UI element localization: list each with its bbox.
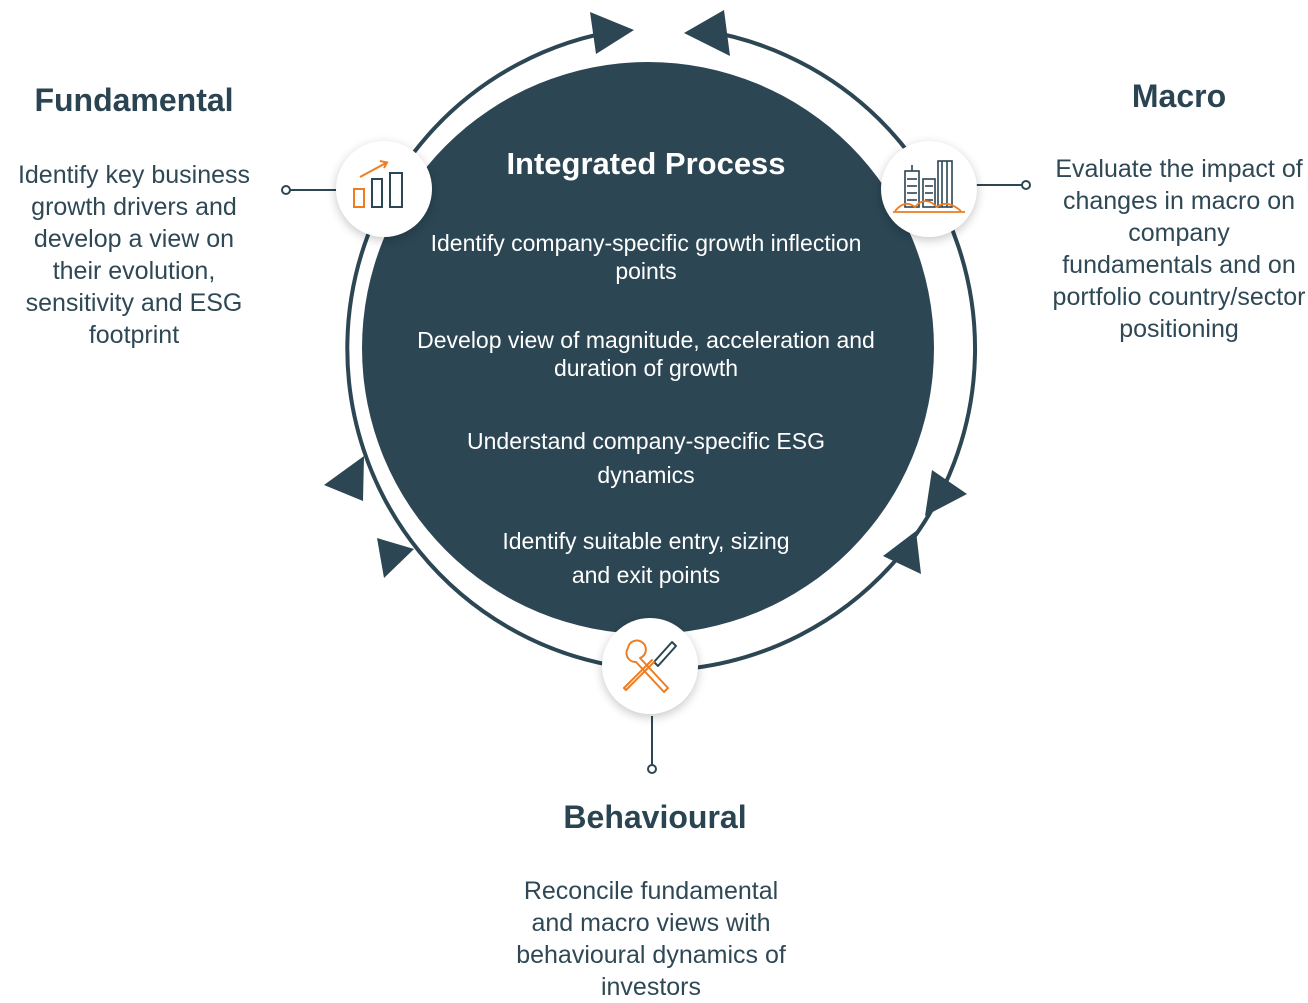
center-title: Integrated Process (506, 146, 786, 181)
behavioural-heading: Behavioural (563, 799, 747, 835)
integrated-process-circle (362, 62, 934, 634)
fundamental-heading: Fundamental (34, 82, 234, 118)
center-item-entry-exit: Identify suitable entry, sizing and exit… (502, 528, 790, 588)
fundamental-connector-dot (281, 185, 291, 195)
macro-connector-dot (1021, 180, 1031, 190)
arrow-right-down-pointing (925, 470, 967, 516)
center-item-esg-dynamics: Understand company-specific ESG dynamics (467, 428, 825, 488)
arrow-top-left-pointing (684, 10, 730, 56)
behavioural-description: Reconcile fundamental and macro views wi… (516, 877, 786, 1001)
behavioural-icon-badge (602, 618, 698, 714)
macro-description: Evaluate the impact of changes in macro … (1052, 155, 1306, 343)
macro-icon-badge (881, 141, 977, 237)
center-item-magnitude: Develop view of magnitude, acceleration … (417, 327, 875, 381)
cycle-ring-right-arc (693, 29, 977, 670)
wrench-screwdriver-icon (623, 639, 677, 693)
fundamental-description: Identify key business growth drivers and… (17, 161, 251, 349)
cycle-ring-left-arc (345, 28, 623, 667)
behavioural-connector-dot (647, 764, 657, 774)
city-buildings-icon (893, 160, 965, 213)
growth-chart-icon (353, 160, 403, 208)
arrow-bottom-left-pointing (377, 538, 414, 578)
center-item-growth-inflection: Identify company-specific growth inflect… (430, 230, 862, 284)
macro-heading: Macro (1131, 78, 1227, 114)
fundamental-icon-badge (336, 141, 432, 237)
arrow-left-down-pointing (324, 456, 364, 501)
arrow-bottom-right-pointing (883, 531, 921, 574)
arrow-top-right-pointing (590, 12, 634, 54)
